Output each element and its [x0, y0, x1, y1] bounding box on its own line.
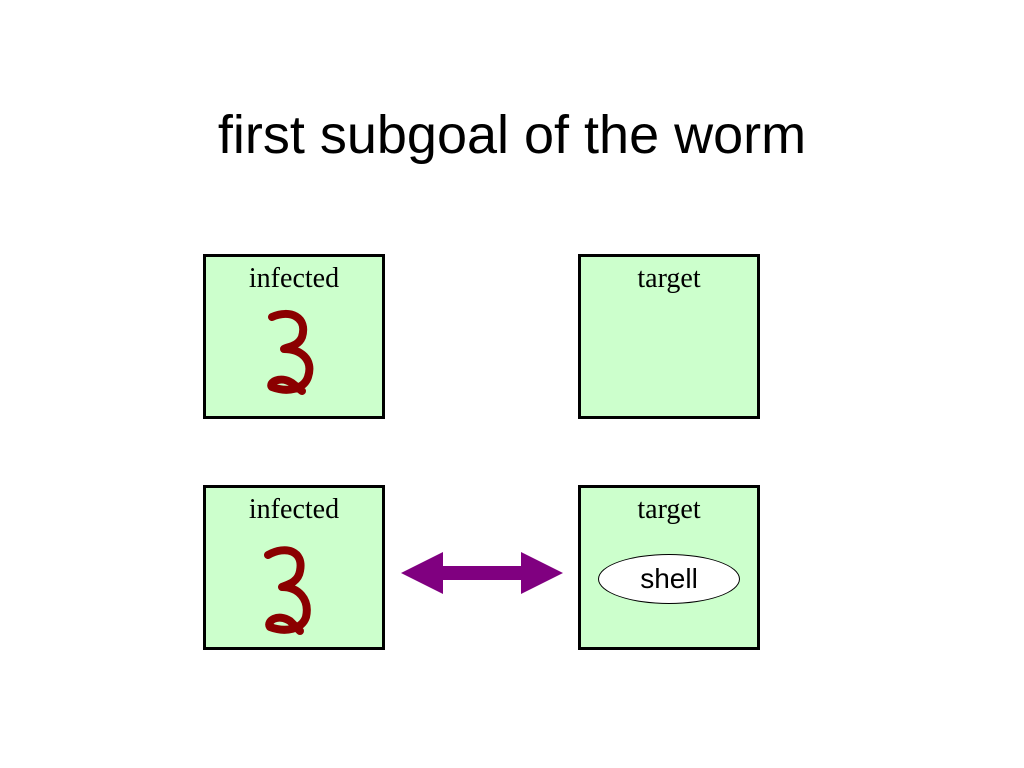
target-box-bottom: target shell [578, 485, 760, 650]
infected-box-bottom: infected [203, 485, 385, 650]
target-label: target [637, 263, 701, 294]
shell-ellipse: shell [598, 554, 740, 604]
infected-label: infected [248, 494, 340, 525]
target-box-top: target [578, 254, 760, 419]
double-headed-arrow-icon [401, 552, 563, 594]
handwritten-three-icon [267, 309, 314, 395]
target-label: target [637, 494, 701, 525]
slide-title: first subgoal of the worm [217, 105, 807, 165]
infected-box-top: infected [203, 254, 385, 419]
handwritten-three-icon [264, 546, 311, 635]
infected-label: infected [248, 263, 340, 294]
